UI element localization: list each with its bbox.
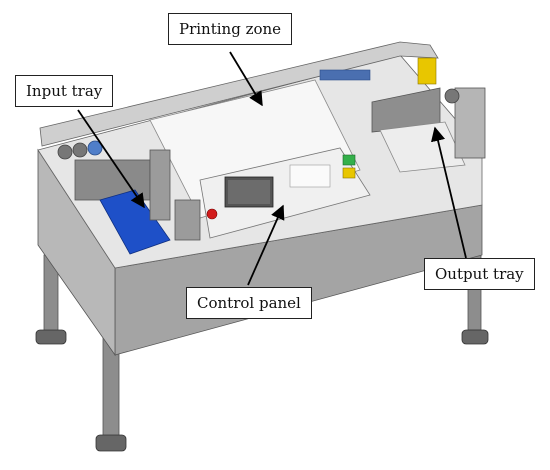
arrow-input-tray — [77, 109, 145, 209]
arrow-control-panel — [247, 204, 285, 286]
label-output-tray: Output tray — [424, 258, 535, 290]
input-tray-area — [57, 140, 201, 255]
annotation-arrows — [77, 51, 467, 286]
control-panel-unit — [199, 147, 371, 239]
arrow-output-tray — [431, 126, 467, 259]
output-tray-area — [319, 57, 486, 173]
arrow-printing-zone — [229, 51, 263, 107]
label-printing-zone: Printing zone — [168, 13, 293, 45]
label-input-tray: Input tray — [15, 75, 114, 107]
label-control-panel: Control panel — [186, 287, 312, 319]
